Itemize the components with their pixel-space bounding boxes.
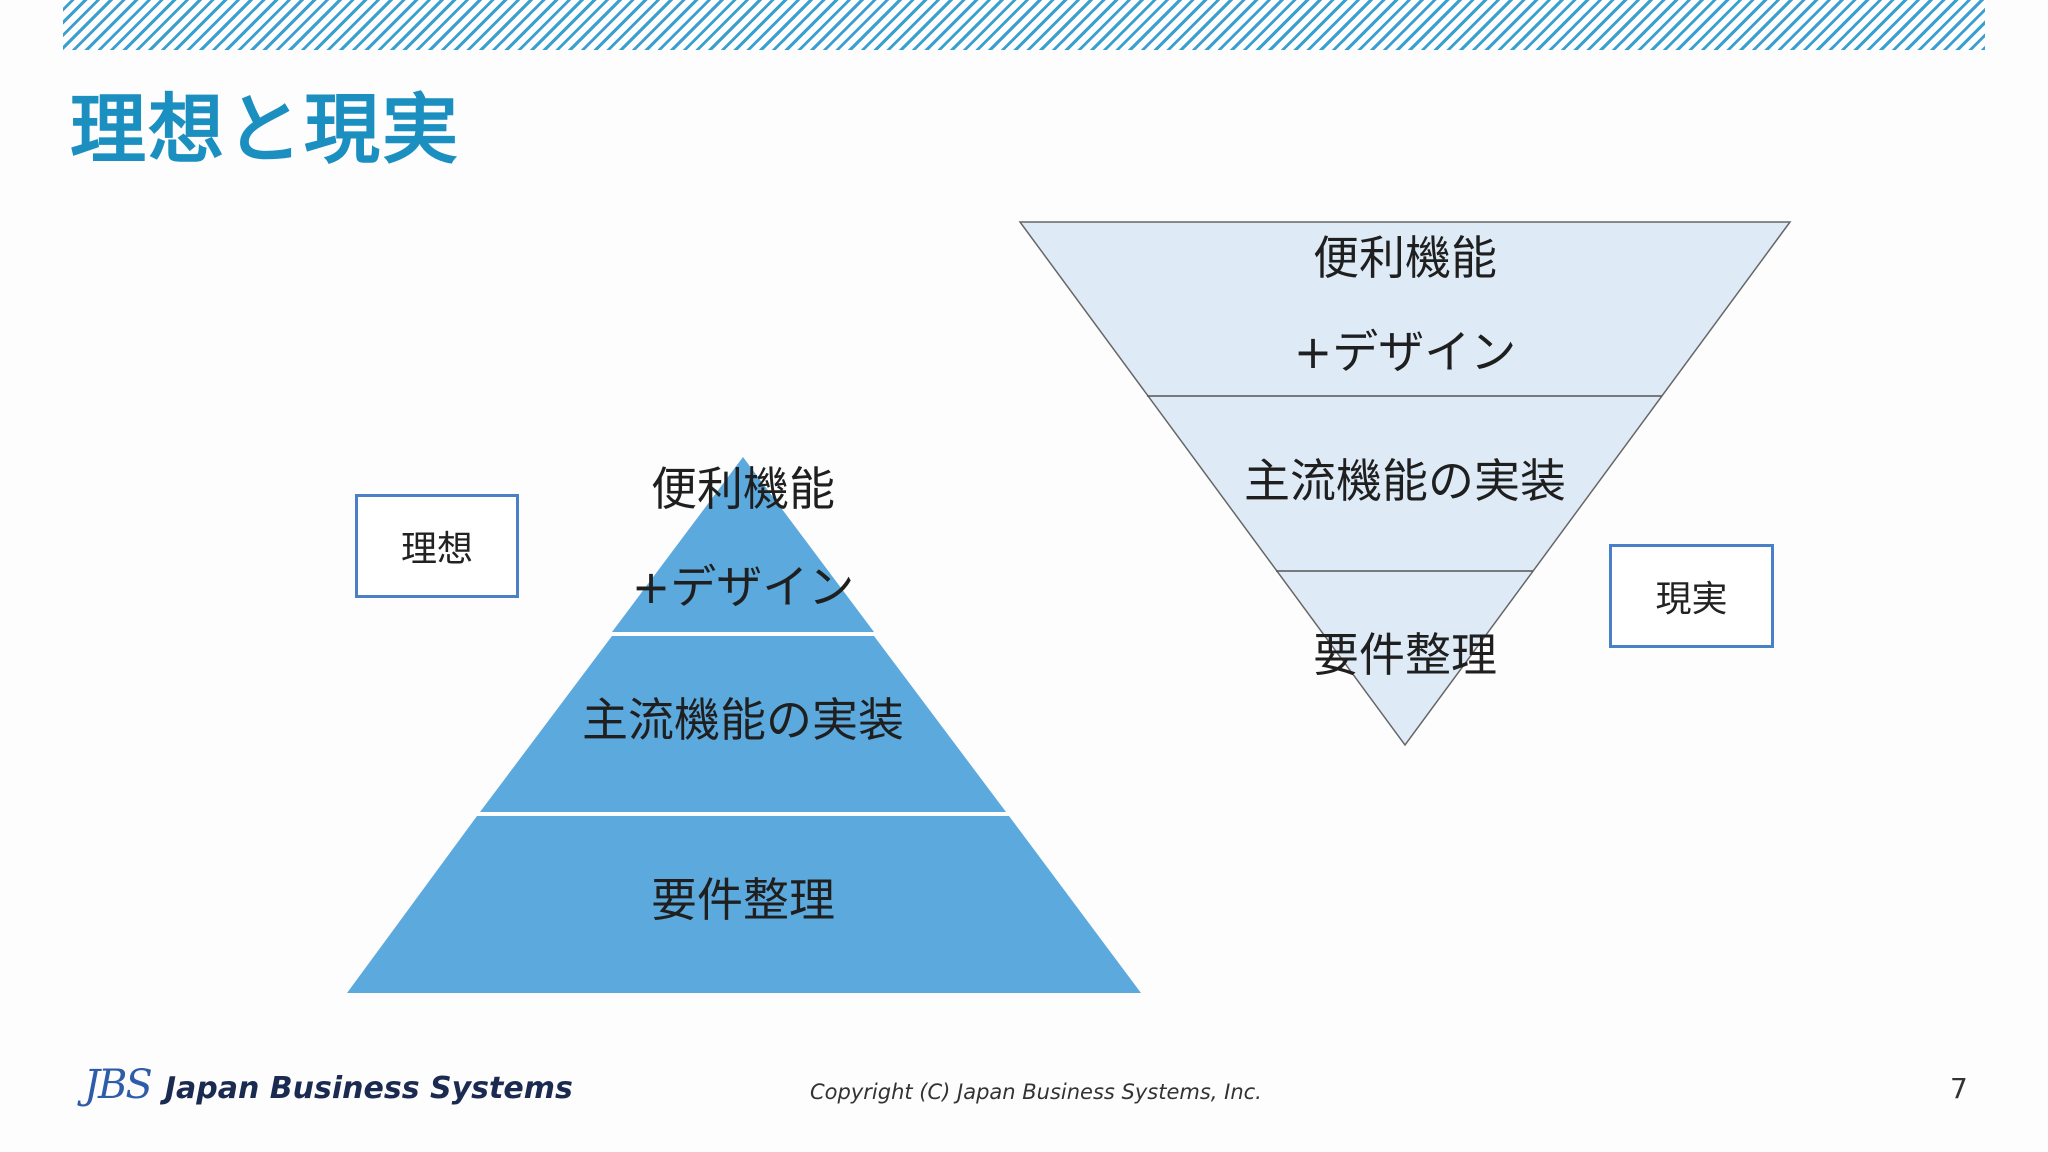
slide-title: 理想と現実 xyxy=(70,85,460,174)
reality-bottom-label: 要件整理 xyxy=(1313,628,1497,682)
logo-company-name: Japan Business Systems xyxy=(164,1071,573,1106)
reality-top-label-line1: 便利機能 xyxy=(1313,231,1497,285)
reality-outline xyxy=(1018,221,1792,747)
ideal-label-box: 理想 xyxy=(355,494,519,598)
header-stripe-band xyxy=(63,0,1985,50)
ideal-top-label-line1: 便利機能 xyxy=(651,462,835,516)
ideal-middle-tier xyxy=(480,636,1006,812)
copyright-text: Copyright (C) Japan Business Systems, In… xyxy=(810,1080,1262,1104)
ideal-top-tier xyxy=(612,457,874,632)
ideal-label-text: 理想 xyxy=(400,529,473,570)
company-logo: JBS Japan Business Systems xyxy=(84,1062,573,1108)
reality-label-text: 現実 xyxy=(1655,579,1728,620)
ideal-top-label-line2: +デザイン xyxy=(631,560,855,614)
ideal-bottom-tier xyxy=(347,816,1141,993)
ideal-middle-label: 主流機能の実装 xyxy=(582,693,904,747)
ideal-pyramid xyxy=(347,457,1141,993)
reality-pyramid xyxy=(1018,221,1792,747)
logo-mark: JBS xyxy=(84,1062,153,1108)
ideal-bottom-label: 要件整理 xyxy=(651,873,835,927)
reality-middle-label: 主流機能の実装 xyxy=(1244,454,1566,508)
reality-top-label-line2: +デザイン xyxy=(1293,325,1517,379)
page-number: 7 xyxy=(1950,1072,1968,1105)
reality-label-box: 現実 xyxy=(1609,544,1774,648)
